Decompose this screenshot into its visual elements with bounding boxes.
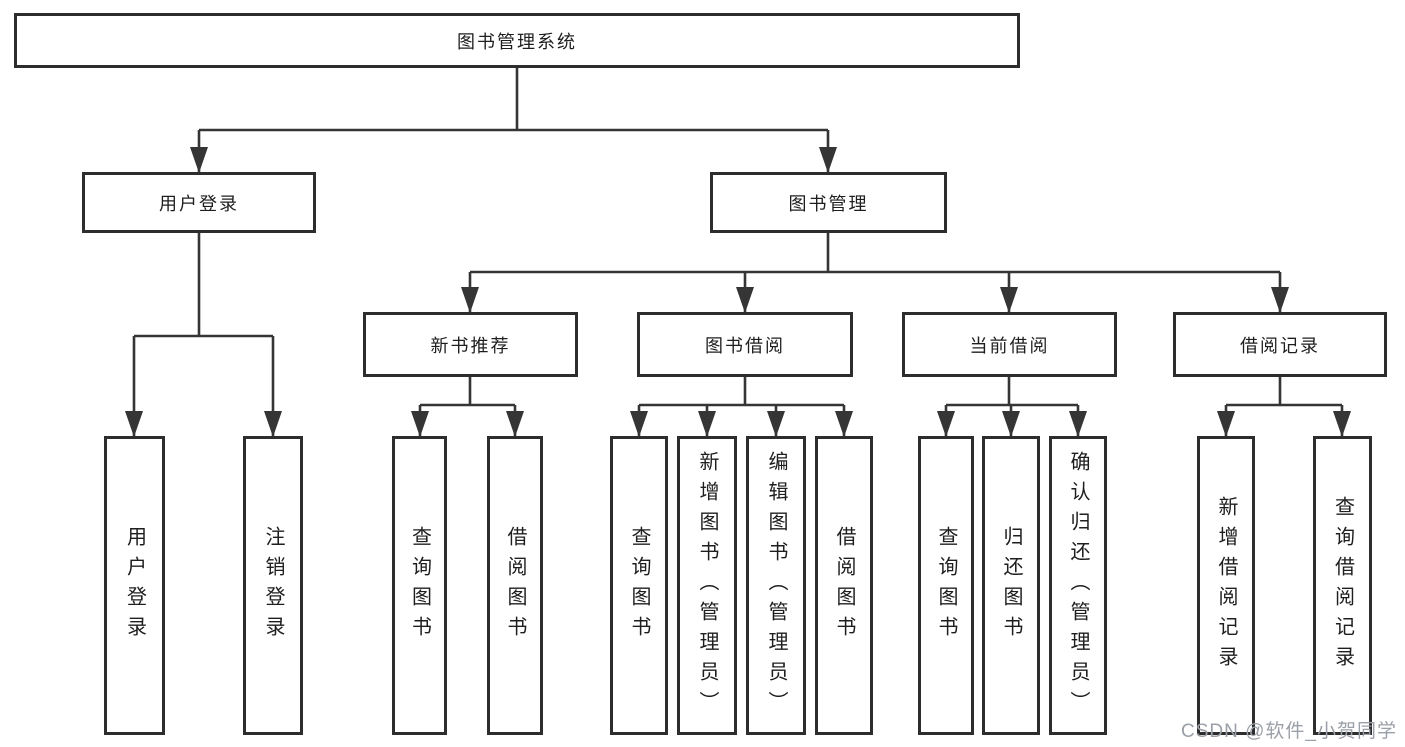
node-book-management: 图书管理 (710, 172, 947, 233)
leaf-label: 编辑图书（管理员） (765, 450, 787, 721)
leaf-label: 借阅图书 (833, 525, 855, 646)
leaf-label: 查询图书 (935, 525, 957, 646)
leaf-label: 借阅图书 (504, 525, 526, 646)
leaf-current-query-books: 查询图书 (918, 436, 974, 735)
leaf-label: 注销登录 (262, 525, 284, 646)
leaf-records-add-borrow-record: 新增借阅记录 (1197, 436, 1255, 735)
leaf-recommend-query-books: 查询图书 (392, 436, 447, 735)
leaf-borrow-borrow-books: 借阅图书 (815, 436, 873, 735)
leaf-label: 新增借阅记录 (1215, 495, 1237, 676)
leaf-borrow-edit-books-admin: 编辑图书（管理员） (746, 436, 806, 735)
leaf-current-return-books: 归还图书 (982, 436, 1040, 735)
node-borrowing-records: 借阅记录 (1173, 312, 1387, 377)
leaf-label: 查询图书 (628, 525, 650, 646)
node-library-management-system: 图书管理系统 (14, 13, 1020, 68)
leaf-logout: 注销登录 (243, 436, 303, 735)
leaf-user-login: 用户登录 (104, 436, 165, 735)
node-user-login: 用户登录 (82, 172, 316, 233)
node-new-book-recommendation: 新书推荐 (363, 312, 578, 377)
leaf-label: 归还图书 (1000, 525, 1022, 646)
leaf-current-confirm-return-admin: 确认归还（管理员） (1049, 436, 1107, 735)
leaf-recommend-borrow-books: 借阅图书 (487, 436, 543, 735)
leaf-label: 确认归还（管理员） (1067, 450, 1089, 721)
leaf-label: 用户登录 (123, 525, 146, 646)
leaf-records-query-borrow-record: 查询借阅记录 (1313, 436, 1372, 735)
leaf-borrow-query-books: 查询图书 (610, 436, 668, 735)
leaf-label: 新增图书（管理员） (696, 450, 718, 721)
leaf-label: 查询借阅记录 (1331, 495, 1354, 676)
leaf-label: 查询图书 (408, 525, 431, 646)
node-book-borrowing: 图书借阅 (637, 312, 853, 377)
watermark-text: CSDN @软件_小贺同学 (1181, 721, 1397, 742)
leaf-borrow-add-books-admin: 新增图书（管理员） (677, 436, 737, 735)
node-current-borrowing: 当前借阅 (902, 312, 1117, 377)
